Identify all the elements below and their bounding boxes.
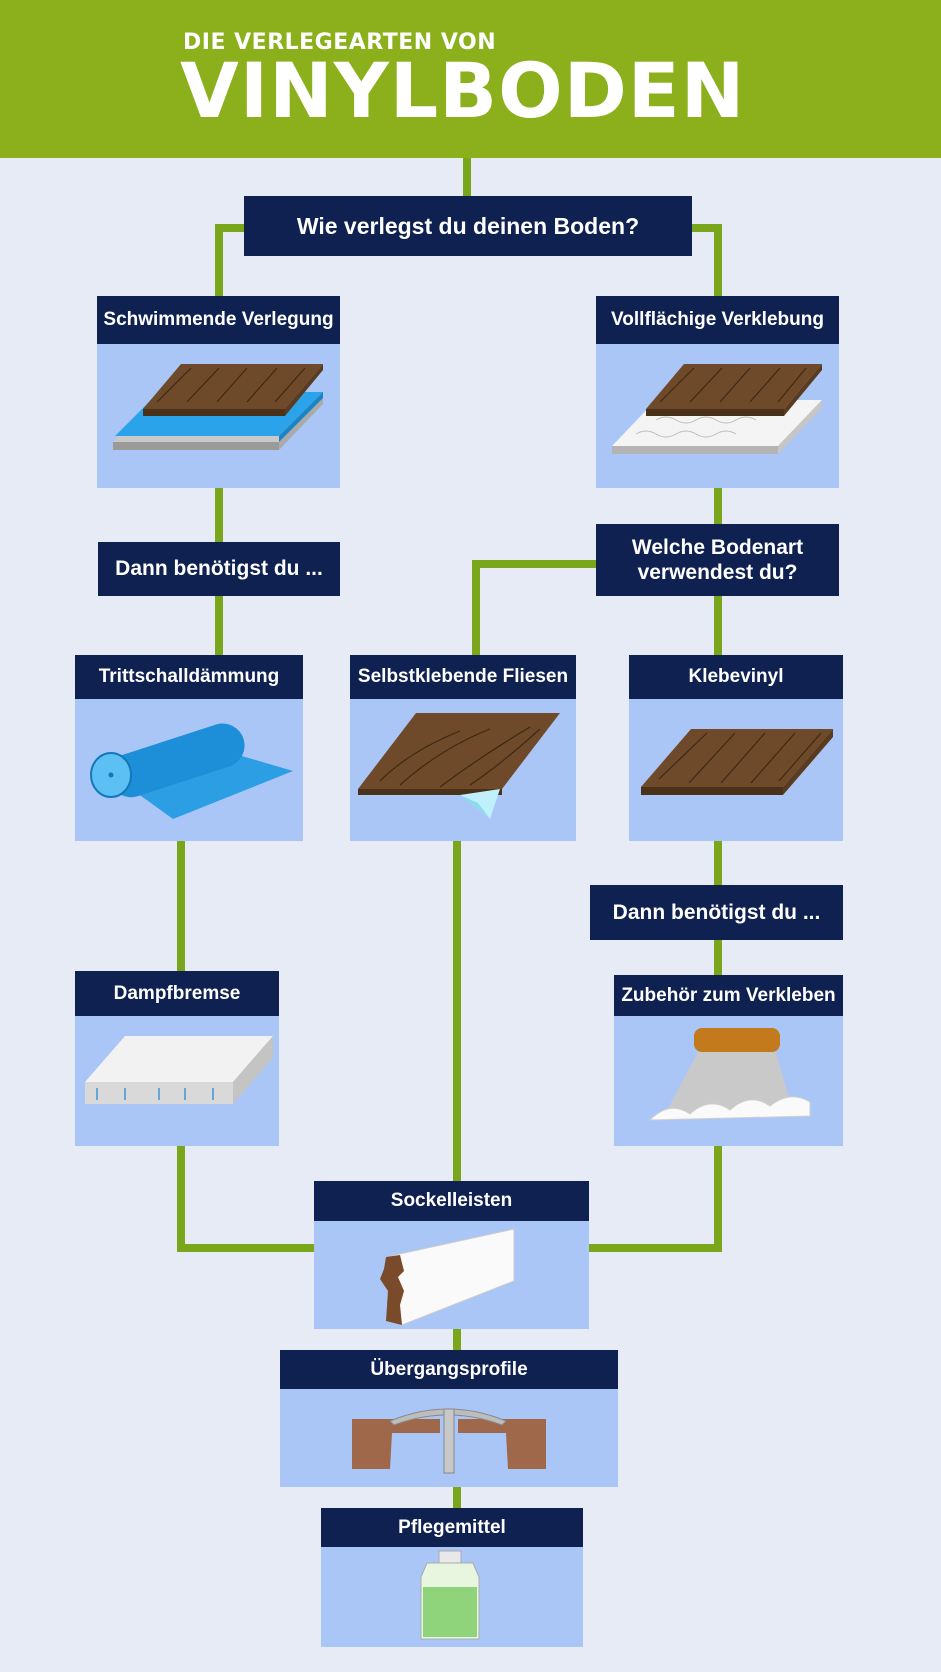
box-title: Trittschalldämmung <box>75 655 303 699</box>
question-floor-type: Welche Bodenart verwendest du? <box>596 524 839 596</box>
box-title: Klebevinyl <box>629 655 843 699</box>
glued-layers-icon <box>612 364 822 454</box>
connector-question-left <box>215 224 246 296</box>
connector-question-right <box>690 224 722 296</box>
vapor-barrier-icon <box>85 1036 273 1104</box>
connector-zubehoer-sockel <box>589 1146 722 1252</box>
skirting-board-icon <box>380 1228 515 1326</box>
then-you-need-left: Dann benötigst du ... <box>98 542 340 596</box>
question-main: Wie verlegst du deinen Boden? <box>244 196 692 256</box>
box-sockelleisten: Sockelleisten <box>314 1181 589 1329</box>
box-title: Vollflächige Verklebung <box>596 296 839 344</box>
box-zubehoer-verkleben: Zubehör zum Verkleben <box>614 975 843 1146</box>
box-pflegemittel: Pflegemittel <box>321 1508 583 1647</box>
box-title: Sockelleisten <box>314 1181 589 1221</box>
box-dampfbremse: Dampfbremse <box>75 971 279 1146</box>
then-you-need-right: Dann benötigst du ... <box>590 885 843 940</box>
box-title: Selbstklebende Fliesen <box>350 655 576 699</box>
box-vollflaechige-verklebung: Vollflächige Verklebung <box>596 296 839 488</box>
box-title: Schwimmende Verlegung <box>97 296 340 344</box>
box-title: Übergangsprofile <box>280 1350 618 1389</box>
box-trittschalldaemmung: Trittschalldämmung <box>75 655 303 841</box>
underlay-roll-icon <box>90 723 293 819</box>
box-klebevinyl: Klebevinyl <box>629 655 843 841</box>
box-schwimmende-verlegung: Schwimmende Verlegung <box>97 296 340 488</box>
trowel-icon <box>648 1028 811 1121</box>
floating-layers-icon <box>113 364 323 450</box>
glue-down-vinyl-icon <box>641 729 833 795</box>
box-title: Pflegemittel <box>321 1508 583 1547</box>
transition-profile-icon <box>352 1408 546 1474</box>
header-title: VINYLBODEN <box>180 46 746 135</box>
box-title: Dampfbremse <box>75 971 279 1016</box>
self-adhesive-tile-icon <box>358 713 560 819</box>
box-selbstklebende-fliesen: Selbstklebende Fliesen <box>350 655 576 841</box>
box-uebergangsprofile: Übergangsprofile <box>280 1350 618 1487</box>
header-banner: DIE VERLEGEARTEN VON VINYLBODEN <box>0 0 941 158</box>
connector-dampf-sockel <box>177 1146 314 1252</box>
header-subtitle: DIE VERLEGEARTEN VON <box>183 30 497 55</box>
care-bottle-icon <box>420 1550 480 1640</box>
connector-question-selbstklebend <box>472 560 596 655</box>
box-title: Zubehör zum Verkleben <box>614 975 843 1016</box>
